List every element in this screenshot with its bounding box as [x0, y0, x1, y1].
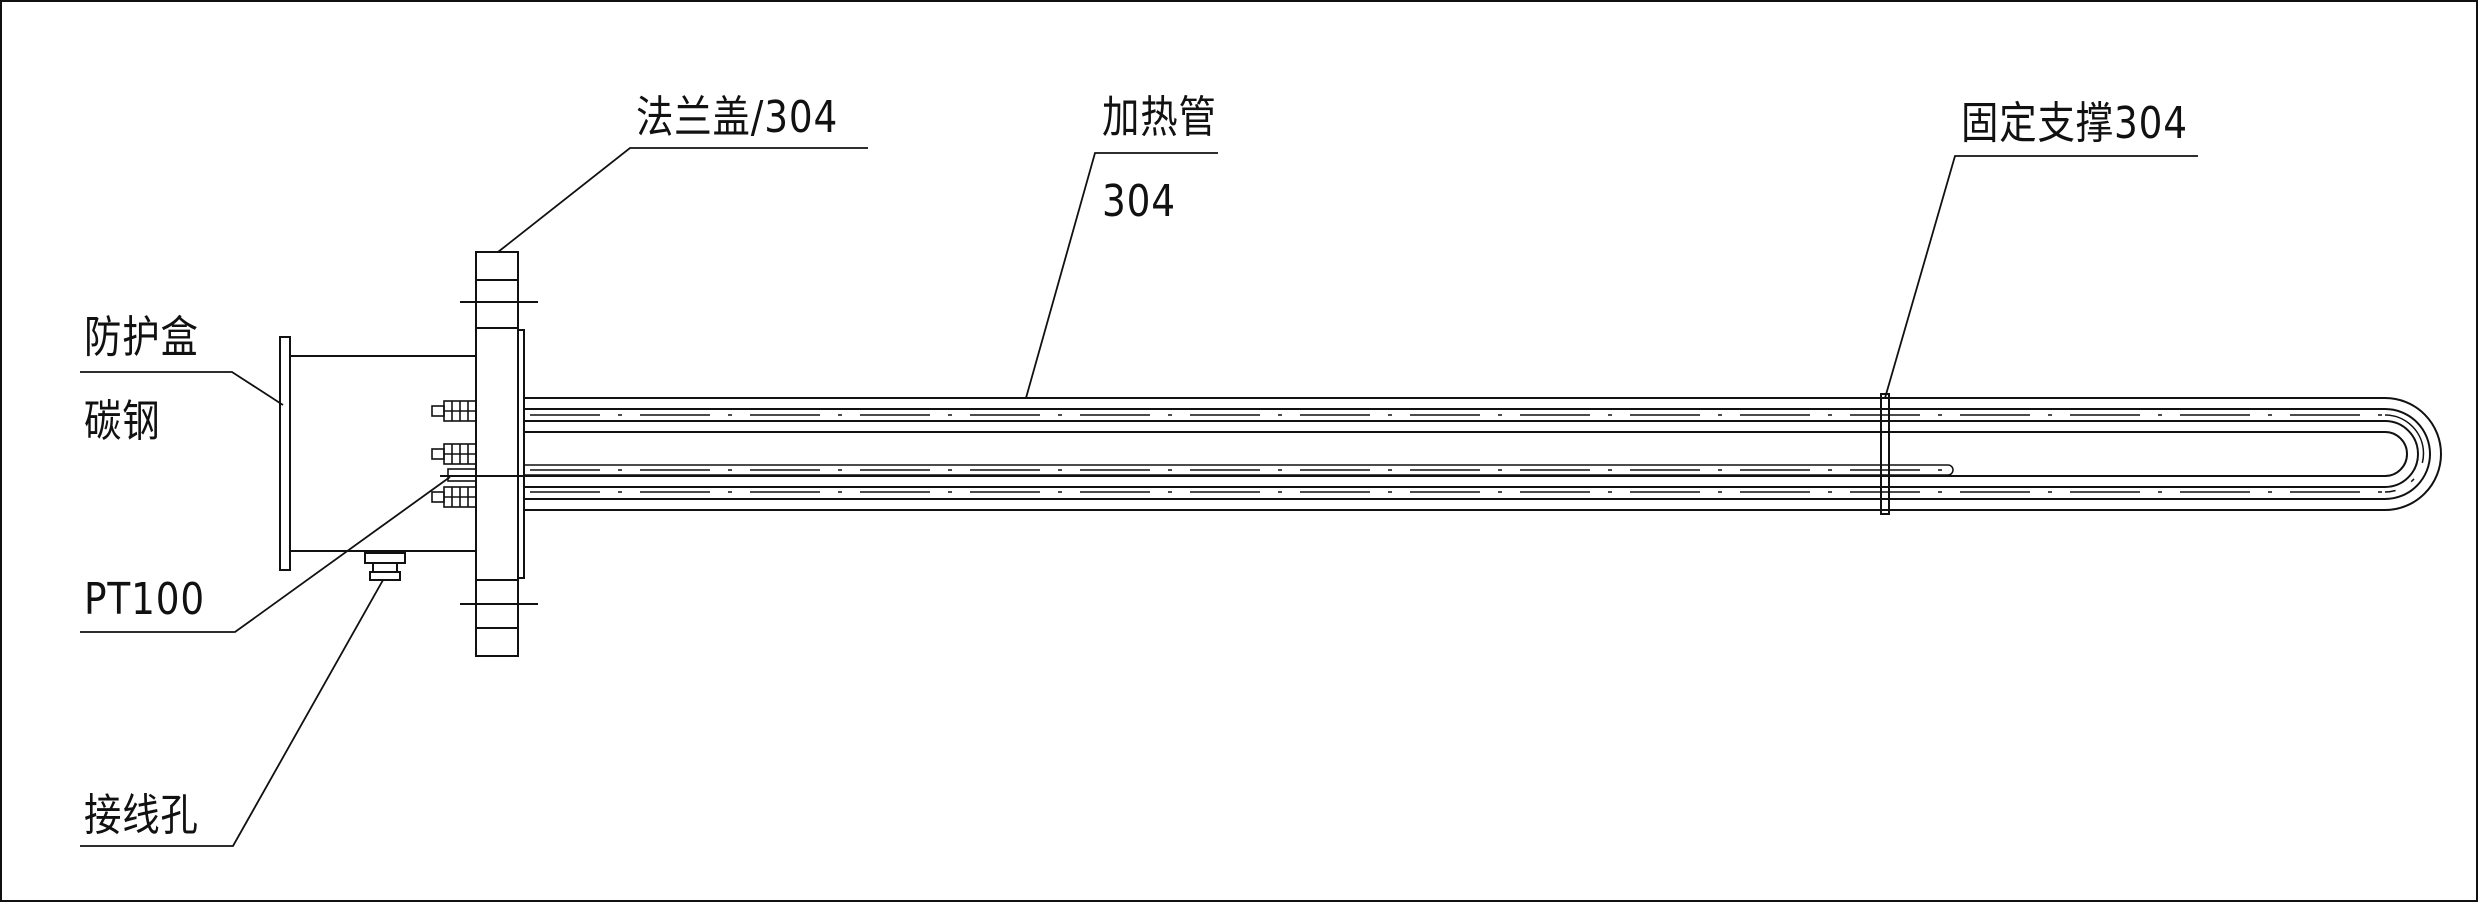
terminal-connectors	[431, 400, 477, 508]
wiring-hole-fitting	[364, 552, 406, 581]
heating-tube-material-label: 304	[1102, 176, 1176, 227]
sensor-label: PT100	[84, 574, 206, 625]
leader-lines	[80, 147, 2198, 847]
protective-box-label: 防护盒	[84, 312, 199, 363]
protective-box-material-label: 碳钢	[84, 396, 161, 447]
fixed-support	[1880, 393, 1890, 515]
protective-box	[279, 336, 476, 571]
heating-tube-label: 加热管	[1102, 92, 1217, 143]
center-lines	[530, 414, 2425, 493]
fixed-support-label: 固定支撑304	[1961, 98, 2188, 149]
flange-cover-label: 法兰盖/304	[636, 92, 839, 143]
wiring-hole-label: 接线孔	[84, 790, 199, 841]
heating-tube-bundle	[524, 397, 2442, 511]
